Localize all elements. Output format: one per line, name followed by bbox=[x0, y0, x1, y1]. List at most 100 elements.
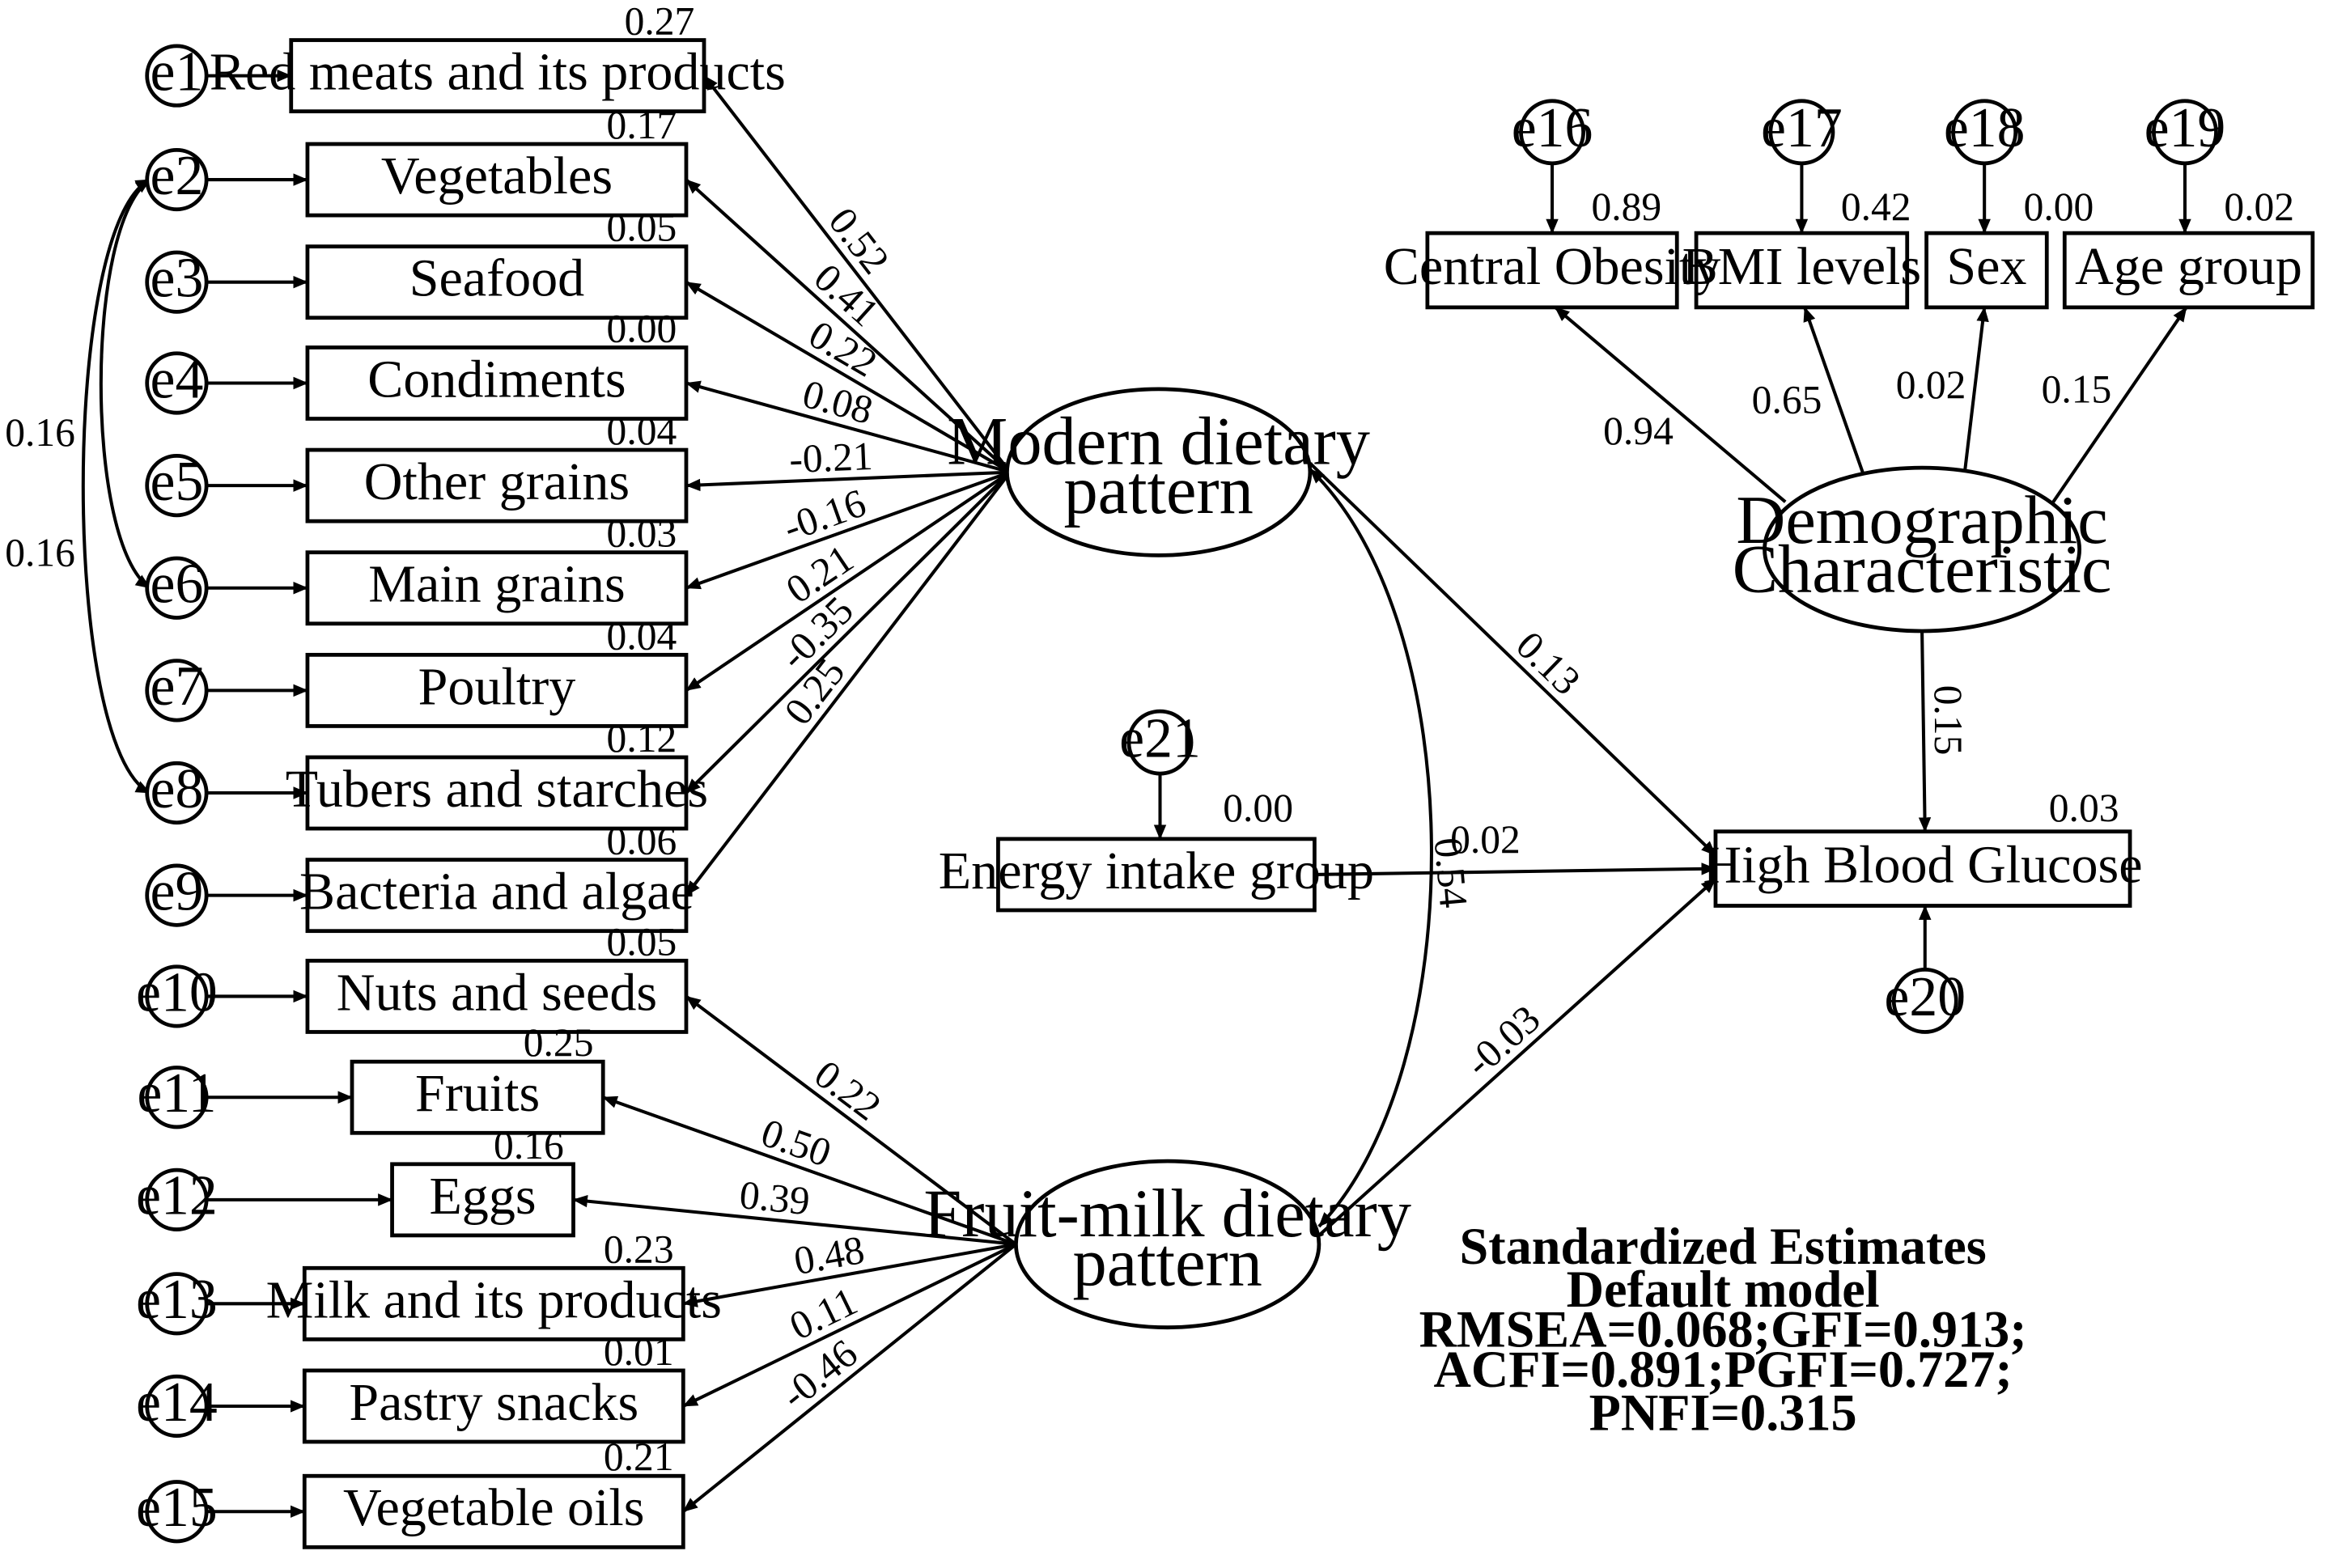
demographic-loading-path bbox=[1963, 306, 1989, 470]
r-squared-value: 0.04 bbox=[607, 613, 677, 658]
indicator-label: Seafood bbox=[409, 249, 584, 308]
demographic-indicator-box bbox=[2062, 231, 2315, 310]
error-label-e4: e4 bbox=[151, 348, 204, 410]
indicator-label: Bacteria and algae bbox=[299, 862, 694, 922]
fruitmilk-to-outcome-path bbox=[1317, 877, 1717, 1237]
indicator-box bbox=[305, 858, 689, 934]
latent-covariance-path bbox=[1309, 468, 1433, 1228]
fruit-milk-dietary-pattern-label-line1: Fruit-milk dietary bbox=[923, 1176, 1411, 1252]
demographic-loading-coefficient: 0.94 bbox=[1603, 409, 1674, 453]
fit-statistics-line: Default model bbox=[1567, 1261, 1880, 1318]
loading-path bbox=[682, 1243, 1017, 1513]
demographic-indicator-box bbox=[1425, 231, 1679, 310]
loading-path bbox=[685, 471, 1012, 896]
error-term-e11 bbox=[145, 1066, 209, 1129]
loading-path bbox=[685, 280, 1012, 474]
loading-path bbox=[685, 470, 1012, 693]
latent-covariance-coefficient: 0.54 bbox=[1426, 836, 1476, 909]
loading-coefficient: 0.39 bbox=[737, 1172, 812, 1223]
modern-dietary-pattern bbox=[1005, 387, 1313, 557]
demographic-indicator-box bbox=[1694, 231, 1910, 310]
error-term-e17 bbox=[1768, 99, 1835, 166]
demographic-indicator-label: BMI levels bbox=[1682, 237, 1921, 296]
indicator-box bbox=[305, 959, 689, 1034]
r-squared-value: 0.06 bbox=[607, 819, 677, 863]
indicator-label: Red meats and its products bbox=[210, 43, 786, 102]
demographic-characteristic bbox=[1763, 465, 2082, 634]
error-term-e13 bbox=[145, 1272, 209, 1336]
r-squared-value: 0.03 bbox=[2049, 786, 2119, 830]
indicator-label: Tubers and starches bbox=[286, 760, 708, 819]
indicator-label: Milk and its products bbox=[266, 1270, 722, 1329]
r-squared-value: 0.02 bbox=[2224, 184, 2294, 229]
error-term-e12 bbox=[145, 1168, 209, 1231]
demographic-indicator-label: Central Obesity bbox=[1384, 237, 1721, 296]
error-term-e10 bbox=[145, 964, 209, 1028]
loading-coefficient: 0.50 bbox=[756, 1110, 837, 1176]
indicator-label: Nuts and seeds bbox=[337, 963, 657, 1022]
loading-path bbox=[702, 74, 1012, 473]
error-term-e8 bbox=[145, 761, 209, 825]
indicator-box bbox=[305, 755, 689, 831]
energy-to-outcome-coefficient: 0.02 bbox=[1450, 817, 1521, 862]
fit-statistics-line: Standardized Estimates bbox=[1460, 1218, 1987, 1275]
error-label-e7: e7 bbox=[151, 655, 204, 718]
error-label-e1: e1 bbox=[151, 40, 204, 103]
r-squared-value: 0.89 bbox=[1591, 184, 1661, 229]
loading-path bbox=[685, 380, 1011, 474]
demographic-loading-path bbox=[1554, 306, 1787, 503]
error-term-e2 bbox=[145, 147, 209, 212]
error-term-e4 bbox=[145, 351, 209, 415]
covariance-coefficient: 0.16 bbox=[5, 410, 75, 455]
indicator-box bbox=[305, 345, 689, 421]
demographic-loading-path bbox=[1803, 307, 1864, 473]
indicator-label: Vegetable oils bbox=[343, 1478, 644, 1537]
error-label-e15: e15 bbox=[136, 1477, 218, 1539]
demographic-indicator-box bbox=[1924, 231, 2049, 310]
indicator-label: Vegetables bbox=[381, 146, 613, 206]
modern-dietary-pattern-label-line2: pattern bbox=[1063, 453, 1253, 528]
error-label-e6: e6 bbox=[151, 553, 204, 616]
indicator-label: Main grains bbox=[368, 555, 625, 614]
loading-path bbox=[572, 1194, 1016, 1246]
energy-intake-box bbox=[996, 837, 1317, 913]
r-squared-value: 0.27 bbox=[625, 0, 695, 44]
indicator-box bbox=[305, 447, 689, 523]
error-covariance-e2-e8 bbox=[81, 178, 151, 795]
error-term-e3 bbox=[145, 250, 209, 314]
loading-path bbox=[685, 994, 1017, 1246]
r-squared-value: 0.05 bbox=[607, 919, 677, 964]
r-squared-value: 0.00 bbox=[1223, 786, 1293, 830]
indicator-box bbox=[302, 1265, 685, 1341]
loading-path bbox=[682, 1243, 1017, 1408]
modern-to-outcome-coefficient: 0.13 bbox=[1508, 623, 1589, 704]
fruit-milk-dietary-pattern bbox=[1014, 1159, 1321, 1330]
demographic-loading-path bbox=[2050, 306, 2188, 506]
demographic-label-line2: Characteristic bbox=[1733, 532, 2112, 607]
error-term-e6 bbox=[145, 556, 209, 620]
error-term-e16 bbox=[1519, 99, 1585, 166]
r-squared-value: 0.01 bbox=[604, 1329, 674, 1374]
error-label-e19: e19 bbox=[2144, 97, 2226, 159]
error-label-e21: e21 bbox=[1119, 707, 1201, 769]
error-label-e5: e5 bbox=[151, 451, 204, 513]
demographic-loading-coefficient: 0.02 bbox=[1896, 362, 1966, 407]
indicator-box bbox=[302, 1368, 685, 1444]
error-label-e3: e3 bbox=[151, 248, 204, 310]
error-covariance-e2-e6 bbox=[99, 178, 151, 590]
error-label-e2: e2 bbox=[151, 145, 204, 207]
error-term-e18 bbox=[1951, 99, 2018, 166]
indicator-box bbox=[305, 652, 689, 728]
r-squared-value: 0.12 bbox=[607, 716, 677, 761]
indicator-box bbox=[390, 1162, 575, 1238]
fit-statistics-line: RMSEA=0.068;GFI=0.913; bbox=[1419, 1301, 2027, 1358]
indicator-label: Other grains bbox=[364, 452, 630, 511]
error-term-e21 bbox=[1126, 709, 1194, 776]
loading-path bbox=[682, 1242, 1016, 1307]
error-term-e19 bbox=[2152, 99, 2218, 166]
covariance-coefficient: 0.16 bbox=[5, 531, 75, 575]
error-label-e13: e13 bbox=[136, 1269, 218, 1331]
error-term-e15 bbox=[145, 1480, 209, 1544]
error-label-e14: e14 bbox=[136, 1371, 218, 1434]
